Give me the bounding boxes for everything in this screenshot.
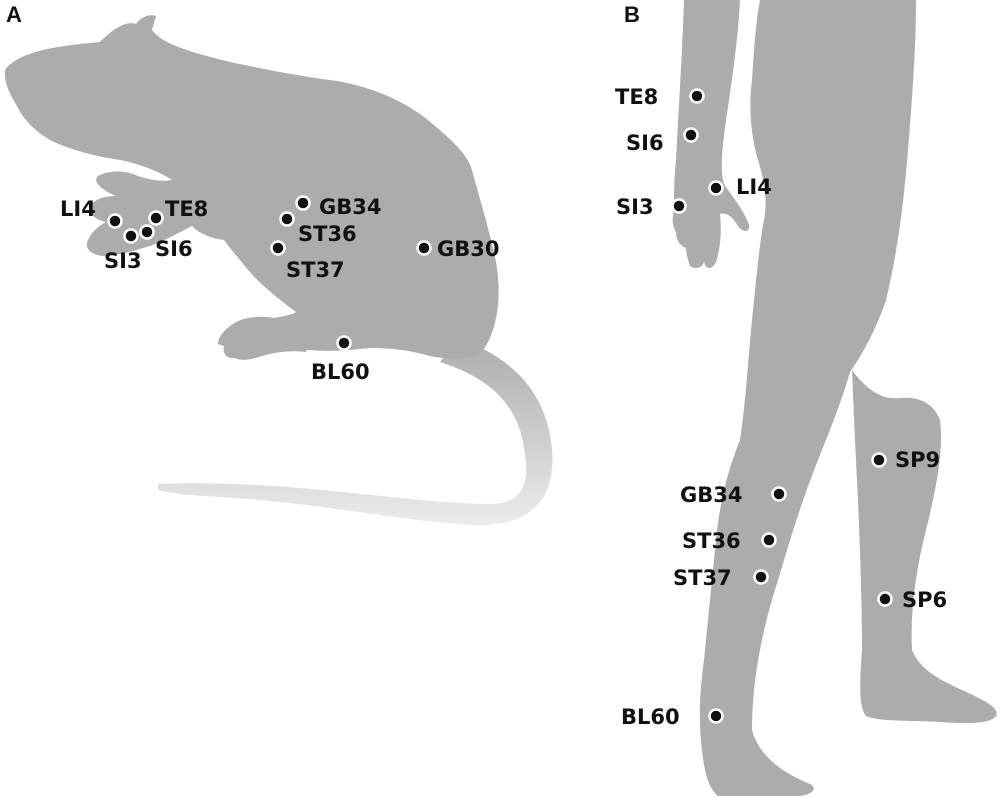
- svg-text:SI3: SI3: [104, 249, 142, 273]
- svg-text:ST37: ST37: [673, 566, 732, 590]
- human-point-gb34: GB34: [680, 483, 787, 507]
- svg-text:GB34: GB34: [680, 483, 742, 507]
- svg-text:BL60: BL60: [621, 705, 680, 729]
- svg-text:GB34: GB34: [319, 195, 381, 219]
- human-front-leg: [699, 0, 916, 796]
- svg-text:SI6: SI6: [155, 237, 193, 261]
- human-point-si3: SI3: [616, 195, 687, 219]
- svg-text:ST36: ST36: [298, 222, 357, 246]
- panel-a-letter: A: [6, 2, 22, 27]
- panel-b-letter: B: [624, 2, 640, 27]
- rat-point-st37: ST37: [270, 240, 345, 282]
- rat-point-si3: SI3: [104, 228, 142, 273]
- svg-text:BL60: BL60: [311, 360, 370, 384]
- rat-hind-paw: [227, 317, 312, 360]
- svg-text:SP9: SP9: [895, 448, 940, 472]
- svg-text:TE8: TE8: [165, 197, 208, 221]
- rat-point-si6: SI6: [139, 224, 193, 261]
- human-point-sp6: SP6: [877, 588, 947, 612]
- svg-text:SP6: SP6: [902, 588, 947, 612]
- rat-body: [4, 15, 499, 359]
- svg-text:LI4: LI4: [60, 197, 96, 221]
- human-point-st36: ST36: [682, 529, 777, 553]
- rat-acupoints: LI4 TE8 SI3 SI6 GB34 ST36 ST37 GB30: [60, 195, 499, 384]
- human-point-bl60: BL60: [621, 705, 724, 729]
- svg-text:ST37: ST37: [286, 258, 345, 282]
- rat-point-li4: LI4: [60, 197, 123, 229]
- rat-point-st36: ST36: [279, 211, 357, 246]
- svg-text:SI3: SI3: [616, 195, 654, 219]
- rat-point-gb34: GB34: [295, 195, 381, 219]
- rat-tail: [158, 338, 553, 526]
- human-silhouette: [672, 0, 997, 796]
- svg-text:ST36: ST36: [682, 529, 741, 553]
- svg-text:GB30: GB30: [437, 237, 499, 261]
- rat-point-te8: TE8: [148, 197, 208, 226]
- human-acupoints: TE8 SI6 LI4 SI3 SP9 GB34 ST36 ST37: [615, 85, 947, 729]
- svg-text:SI6: SI6: [626, 131, 664, 155]
- rat-silhouette: [4, 15, 553, 526]
- human-point-li4: LI4: [708, 175, 772, 199]
- svg-text:TE8: TE8: [615, 85, 658, 109]
- human-point-sp9: SP9: [871, 448, 940, 472]
- human-back-leg: [852, 370, 997, 724]
- human-arm-hand: [672, 0, 750, 269]
- svg-text:LI4: LI4: [736, 175, 772, 199]
- rat-point-gb30: GB30: [416, 237, 499, 261]
- human-point-te8: TE8: [615, 85, 705, 109]
- human-point-si6: SI6: [626, 127, 699, 155]
- human-point-st37: ST37: [673, 566, 769, 590]
- rat-point-bl60: BL60: [311, 335, 370, 384]
